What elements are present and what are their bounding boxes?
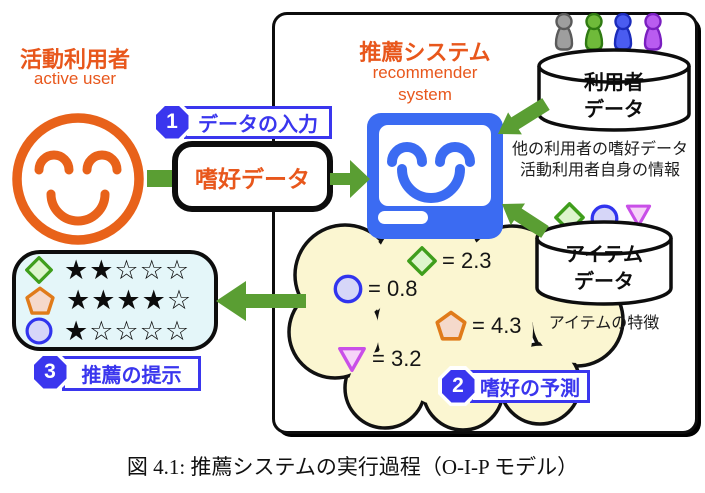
step2-badge: 2 — [438, 366, 478, 406]
arrow-itemdb-to-computer — [502, 203, 549, 238]
prediction-item-triangle: = 3.2 — [336, 343, 422, 375]
prediction-item-circle: = 0.8 — [332, 273, 418, 305]
arrow-userdb-to-computer — [498, 98, 550, 135]
item-database-note: アイテムの特徴 — [548, 315, 660, 332]
recommendation-row: ★★☆☆☆ — [24, 255, 206, 285]
star-rating: ★☆☆☆☆ — [64, 315, 191, 347]
triangle-icon — [338, 346, 366, 372]
computer-icon — [367, 113, 503, 239]
pawn-blue-icon — [613, 13, 633, 51]
prediction-item-diamond: = 2.3 — [406, 245, 492, 277]
triangle-icon — [625, 204, 652, 228]
arrow-cloud-to-recommendation — [216, 281, 306, 321]
step1-badge: 1 — [152, 102, 192, 142]
active-user-title: 活動利用者 — [19, 47, 130, 72]
pawn-purple-icon — [643, 13, 663, 51]
item-database-cylinder — [535, 220, 673, 306]
active-user-subtitle: active user — [33, 69, 117, 88]
user-database-note: 他の利用者の嗜好データ 活動利用者自身の情報 — [511, 141, 688, 179]
step3-label-box: 推薦の提示 — [62, 356, 201, 391]
user-pawn-icons — [554, 13, 663, 51]
pentagon-icon — [25, 286, 55, 315]
step3-badge: 3 — [30, 352, 70, 392]
recommender-subtitle-line2: system — [398, 85, 452, 104]
step2-number: 2 — [441, 369, 475, 403]
computer-slot — [378, 211, 428, 224]
step1-label-box: データの入力 — [184, 106, 332, 139]
arrow-user-to-preference — [147, 170, 179, 187]
pawn-gray-icon — [554, 13, 574, 51]
step3-label: 推薦の提示 — [81, 365, 182, 387]
step1-label: データの入力 — [198, 114, 318, 136]
prediction-value: = 3.2 — [372, 346, 422, 371]
step1-number: 1 — [155, 105, 189, 139]
figure-caption: 図 4.1: 推薦システムの実行過程（O-I-P モデル） — [126, 455, 579, 479]
step2-label-box: 嗜好の予測 — [470, 370, 590, 403]
computer-screen — [379, 125, 491, 206]
recommendation-row: ★★★★☆ — [24, 285, 206, 316]
prediction-item-pentagon: = 4.3 — [434, 309, 522, 343]
preference-data-label: 嗜好データ — [195, 165, 310, 192]
recommender-subtitle-line1: recommender — [372, 63, 478, 82]
circle-icon — [25, 317, 53, 345]
pawn-green-icon — [584, 13, 604, 51]
user-database-label: 利用者 データ — [584, 72, 644, 121]
prediction-value: = 4.3 — [472, 313, 522, 338]
diamond-icon — [407, 246, 437, 276]
circle-icon — [333, 274, 363, 304]
pentagon-icon — [435, 310, 467, 341]
active-user-face-icon — [12, 113, 144, 245]
star-rating: ★★☆☆☆ — [64, 254, 191, 286]
recommendation-row: ★☆☆☆☆ — [24, 316, 206, 346]
recommender-title: 推薦システム — [359, 40, 491, 65]
recommendation-list-box: ★★☆☆☆ ★★★★☆ ★☆☆☆☆ — [12, 250, 218, 351]
arrow-preference-to-computer — [330, 160, 370, 198]
step2-label: 嗜好の予測 — [480, 378, 580, 400]
diamond-icon — [25, 256, 53, 284]
user-database-cylinder — [537, 48, 691, 132]
prediction-value: = 2.3 — [442, 248, 492, 273]
star-rating: ★★★★☆ — [66, 285, 193, 316]
recommender-subtitle: recommender system — [350, 62, 500, 106]
prediction-value: = 0.8 — [368, 276, 418, 301]
step3-number: 3 — [33, 355, 67, 389]
preference-data-box: 嗜好データ — [172, 141, 333, 212]
item-database-label: アイテム データ — [565, 244, 643, 293]
computer-face-icon — [387, 142, 475, 203]
